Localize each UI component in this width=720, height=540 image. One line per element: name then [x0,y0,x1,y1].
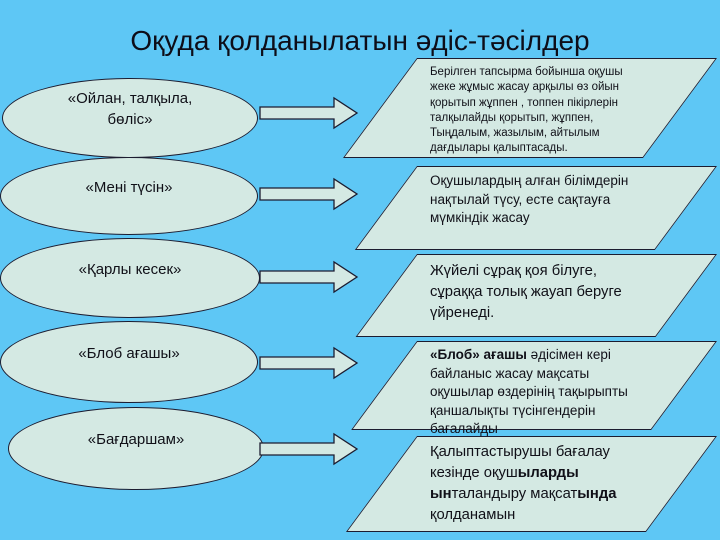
method-oval-1: «Ойлан, талқыла, бөліс» [2,78,258,158]
method-label-5: «Бағдаршам» [87,431,185,448]
description-text-2: Оқушылардың алған білімдерін нақтылай тү… [430,173,629,226]
right-arrow-icon-3 [259,260,359,294]
method-label-3: «Қарлы кесек» [78,260,182,278]
method-label-4: «Блоб ағашы» [78,344,180,362]
description-text-1: Берілген тапсырма бойынша оқушы жеке жұм… [430,66,623,155]
description-text-5: Қалыптастырушы бағалау кезінде оқушылард… [430,444,617,523]
method-oval-3: «Қарлы кесек» [0,238,260,318]
slide-title: Оқуда қолданылатын әдіс-тәсілдер [130,25,590,56]
method-oval-2: «Мені түсін» [0,157,258,235]
right-arrow-icon-1 [259,96,359,130]
description-text-3: Жүйелі сұрақ қоя білуге, сұраққа толық ж… [430,263,622,321]
right-arrow-icon-4 [259,346,359,380]
method-label-1: «Ойлан, талқыла, бөліс» [67,90,193,128]
method-label-2: «Мені түсін» [85,178,173,196]
method-oval-5: «Бағдаршам» [8,407,264,490]
right-arrow-icon-2 [259,177,359,211]
right-arrow-icon-5 [259,432,359,466]
description-text-4: «Блоб» ағашы әдісімен кері байланыс жаса… [430,347,628,437]
method-oval-4: «Блоб ағашы» [0,321,258,403]
